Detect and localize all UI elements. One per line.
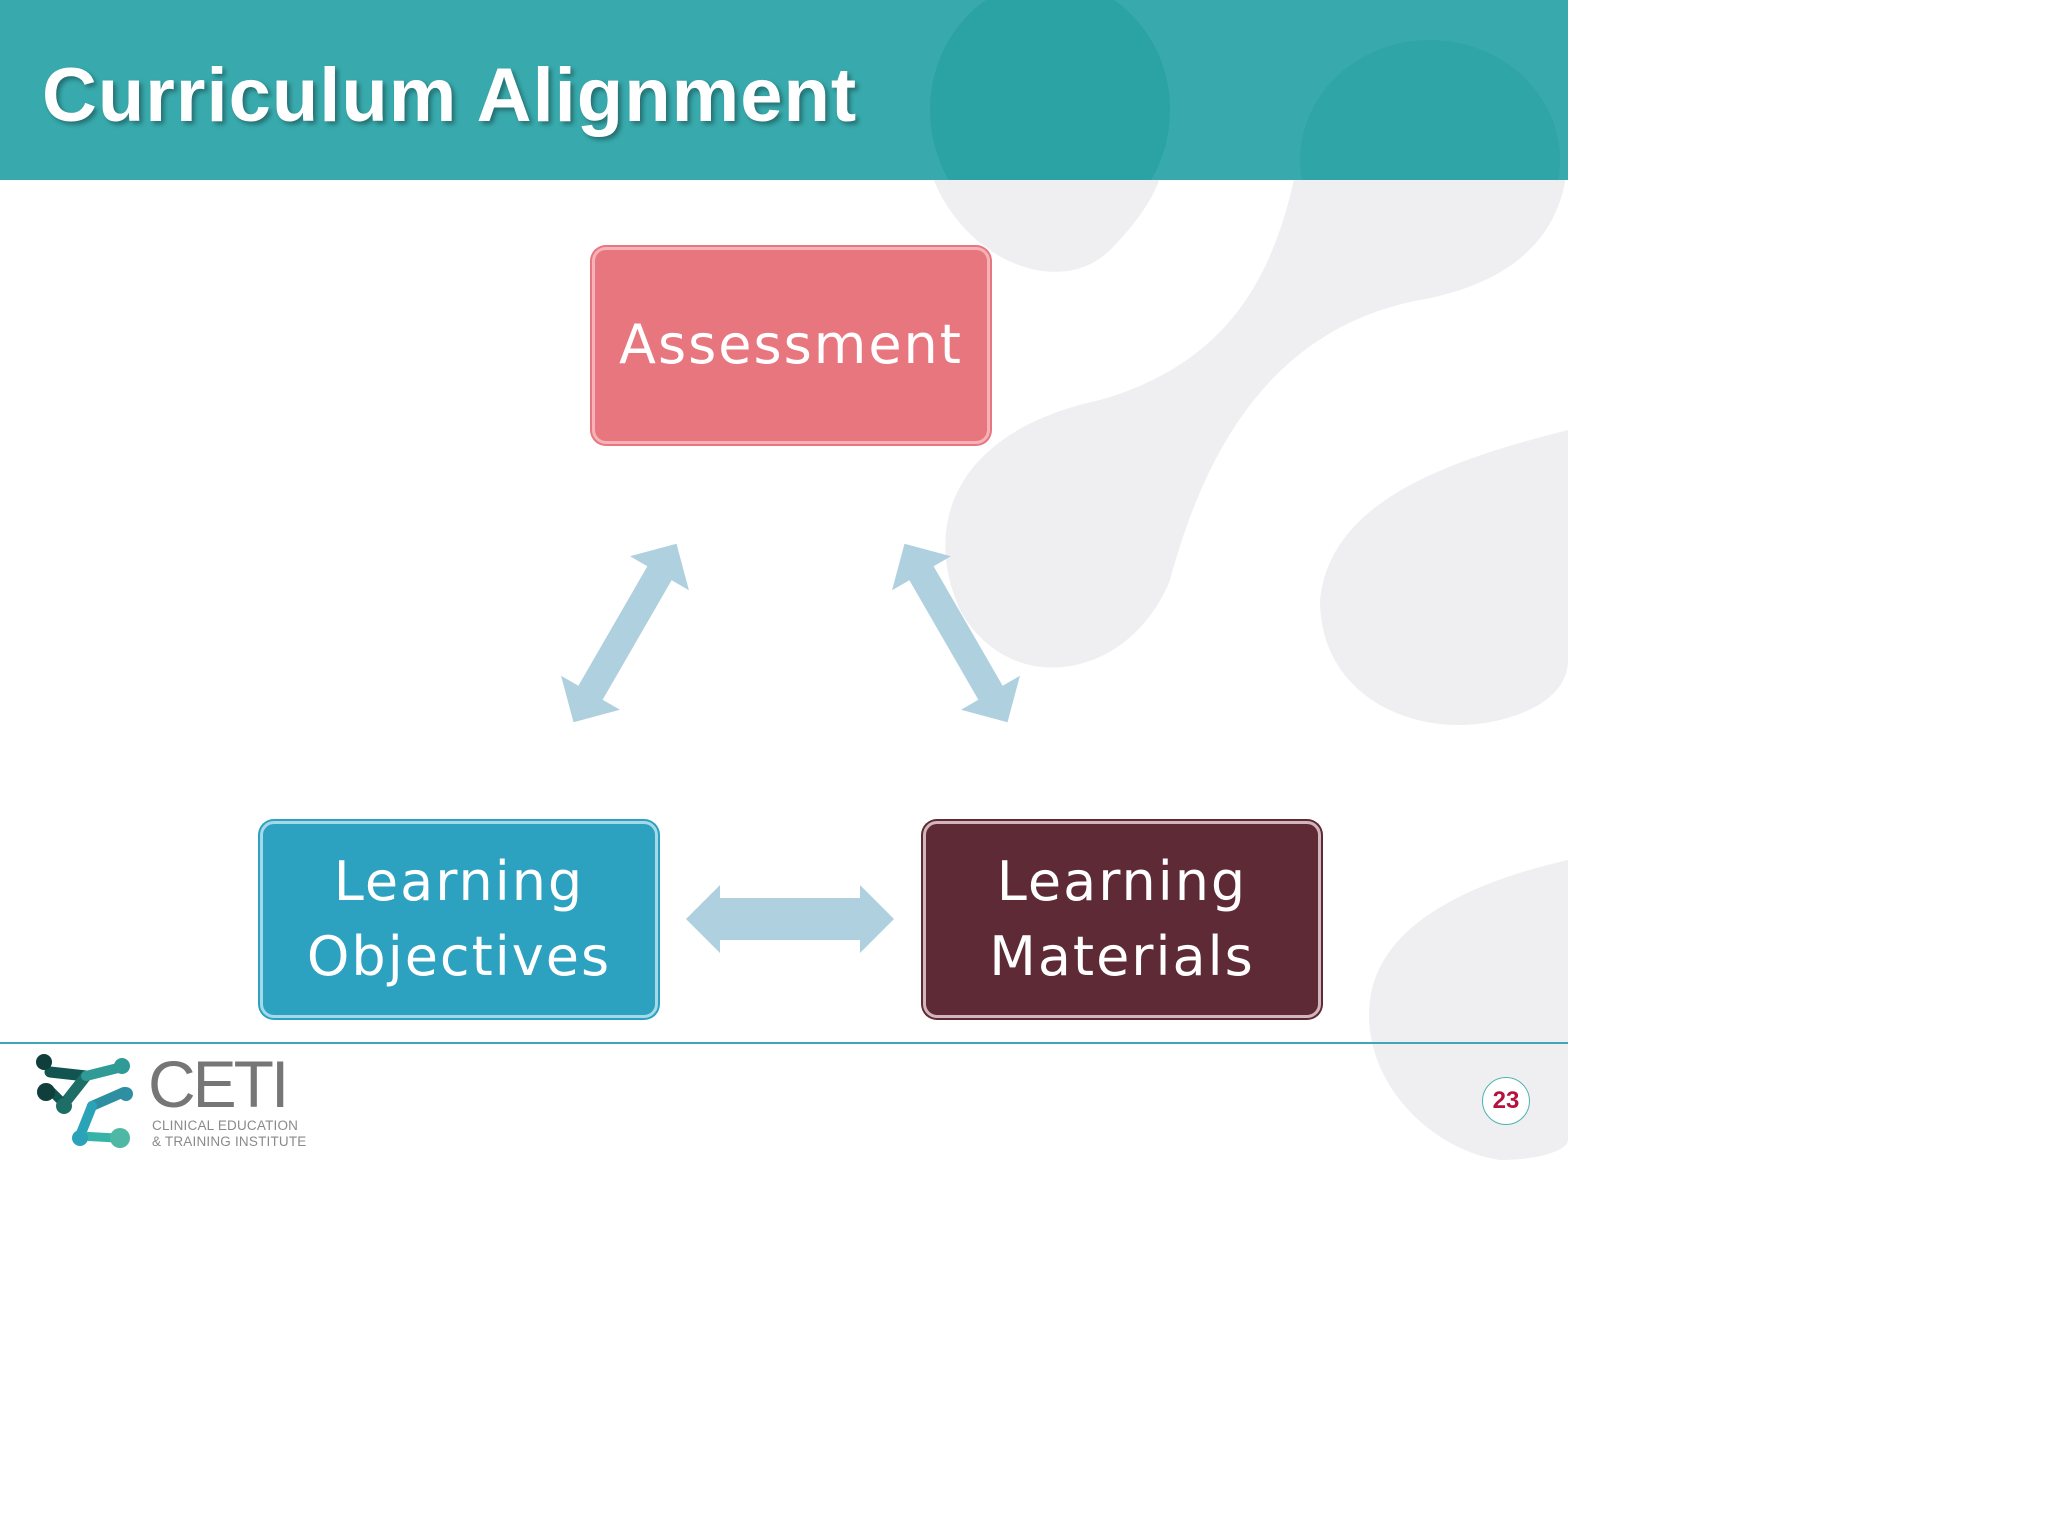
logo-subtitle-line2: & TRAINING INSTITUTE (152, 1134, 307, 1149)
page-number: 23 (1482, 1077, 1530, 1125)
assessment-box: Assessment (592, 247, 990, 444)
learning-objectives-label-line1: Learning (333, 849, 585, 913)
header-decoration (930, 0, 1170, 180)
arrow-objectives-materials (686, 885, 894, 953)
footer-divider (0, 1042, 1568, 1044)
learning-objectives-box: Learning Objectives (260, 821, 658, 1018)
arrow-assessment-objectives (561, 543, 689, 723)
learning-objectives-label-line2: Objectives (306, 924, 612, 988)
slide-title: Curriculum Alignment (42, 53, 858, 138)
logo-subtitle-line1: CLINICAL EDUCATION (152, 1118, 299, 1133)
diagram-arrows (561, 543, 1020, 953)
assessment-label: Assessment (619, 313, 963, 377)
learning-materials-box: Learning Materials (923, 821, 1321, 1018)
learning-materials-label-line1: Learning (996, 849, 1248, 913)
logo-name: CETI (148, 1047, 289, 1121)
logo-mark-icon (36, 1054, 133, 1148)
arrow-assessment-materials (892, 543, 1020, 723)
ceti-logo: CETI CLINICAL EDUCATION & TRAINING INSTI… (34, 1047, 314, 1160)
title-bar: Curriculum Alignment (0, 0, 1568, 180)
learning-materials-label-line2: Materials (989, 924, 1255, 988)
